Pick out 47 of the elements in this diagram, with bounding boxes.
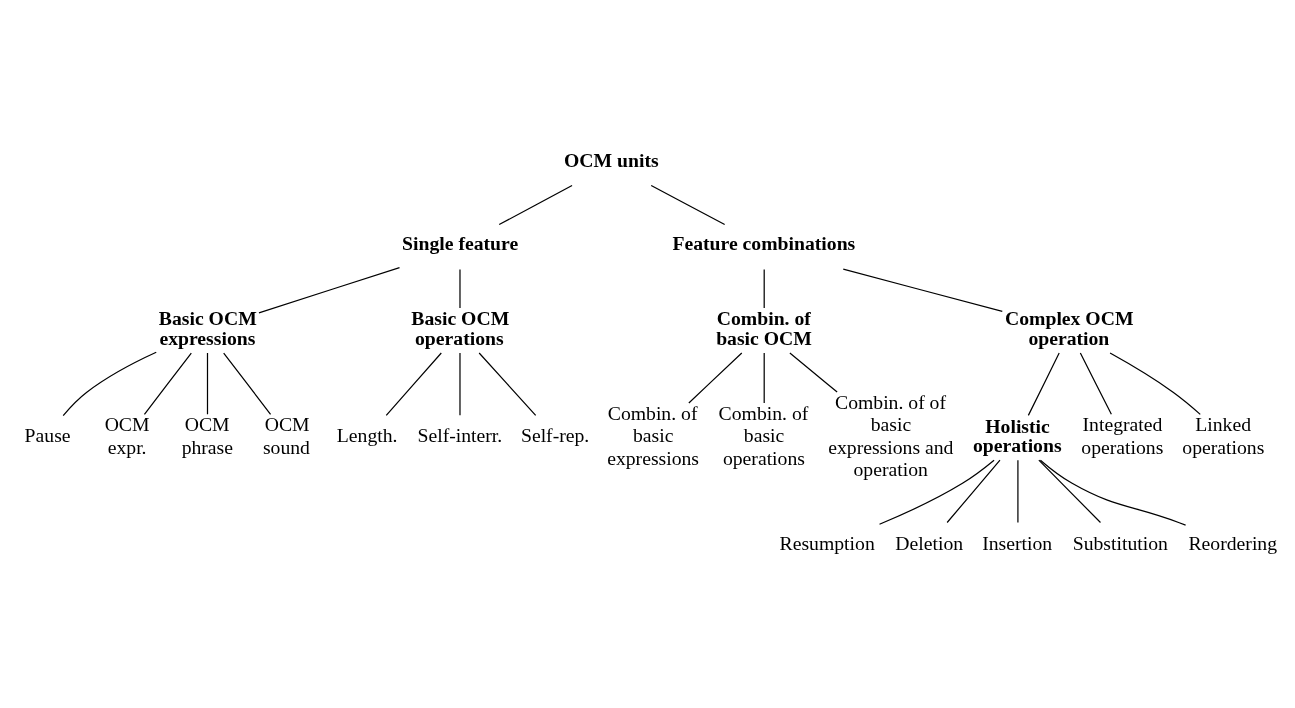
node-text: Linked operations xyxy=(1182,413,1265,458)
node-text: Feature combinations xyxy=(672,232,856,255)
connector xyxy=(1079,352,1112,415)
node-text: OCM units xyxy=(564,148,659,171)
connector xyxy=(206,352,209,415)
node-text: Combin. of basic expressions xyxy=(607,402,700,469)
connector xyxy=(258,266,401,314)
node-text: Insertion xyxy=(982,531,1053,554)
connector xyxy=(1027,352,1060,416)
connector xyxy=(763,268,765,309)
node-text: Combin. of basic operations xyxy=(718,402,809,469)
connector xyxy=(763,352,765,404)
node-text: Single feature xyxy=(402,232,519,255)
connector xyxy=(478,352,537,416)
node-text: Deletion xyxy=(895,531,964,554)
node-text: OCM sound xyxy=(262,413,310,458)
node-text: Length. xyxy=(336,424,398,447)
node-text: Combin. of of basic expressions and operation xyxy=(828,391,954,480)
connector xyxy=(650,184,726,226)
node-text: Pause xyxy=(24,424,71,447)
connector xyxy=(1109,352,1201,415)
connector xyxy=(946,459,1001,524)
node-text: OCM phrase xyxy=(181,413,234,458)
connector xyxy=(842,268,1003,313)
node-text: Resumption xyxy=(779,531,875,554)
connector xyxy=(1017,459,1019,524)
connector xyxy=(223,352,272,415)
node-text: Complex OCM operation xyxy=(1004,307,1134,350)
node-text: Integrated operations xyxy=(1081,413,1164,458)
node-text: Substitution xyxy=(1072,531,1168,554)
connector xyxy=(143,352,192,415)
connector xyxy=(789,352,838,393)
node-text: Basic OCM operations xyxy=(411,307,510,350)
node-text: Reordering xyxy=(1188,531,1278,554)
connector xyxy=(878,459,995,525)
connector xyxy=(688,352,743,404)
node-text: Holistic operations xyxy=(972,414,1062,457)
connector xyxy=(1039,459,1187,526)
connector xyxy=(385,352,442,416)
node-text: Self-rep. xyxy=(520,424,590,447)
node-text: OCM expr. xyxy=(104,413,150,458)
connector xyxy=(498,184,573,226)
node-text: Basic OCM expressions xyxy=(158,307,257,350)
node-text: Self-interr. xyxy=(417,424,503,447)
node-text: Combin. of basic OCM xyxy=(716,307,812,350)
connector xyxy=(1038,459,1102,524)
connector xyxy=(62,351,157,417)
